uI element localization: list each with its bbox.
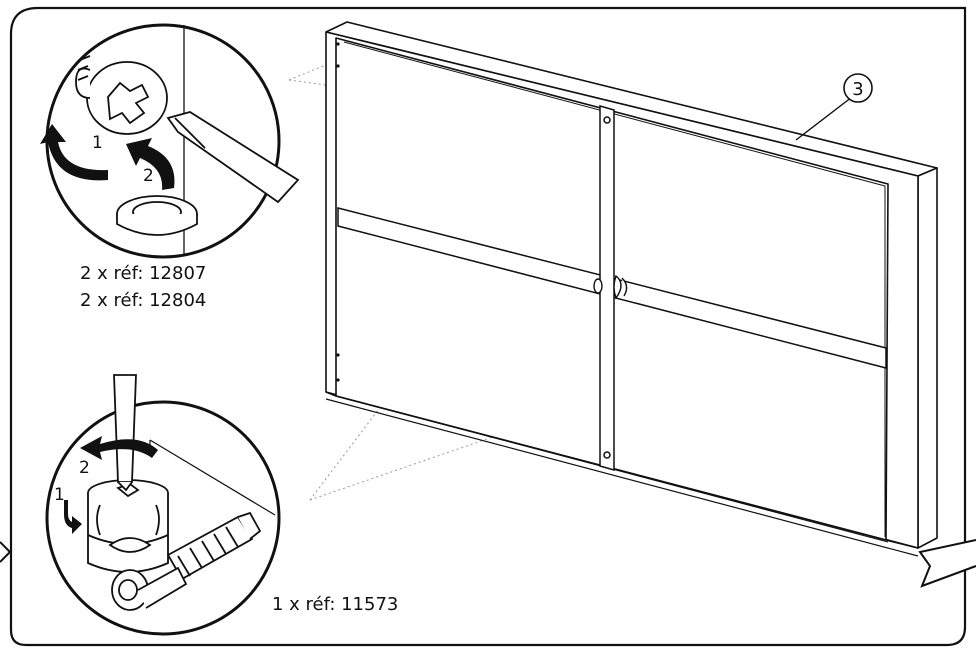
quantity-reference-11573: 1 x réf: 11573 <box>272 594 398 615</box>
center-divider <box>599 105 615 471</box>
cover-cap-icon <box>116 195 198 236</box>
side-hole-markers <box>336 42 340 382</box>
step-1-label: 1 <box>92 133 103 153</box>
rotate-arrow-1-icon <box>40 124 108 181</box>
previous-page-arrow-icon <box>0 541 12 563</box>
part-number-callout: 3 <box>795 73 873 141</box>
cam-lock-hardware <box>593 274 628 300</box>
screw-head-icon <box>75 55 168 135</box>
page-border <box>9 6 967 647</box>
screwdriver-icon <box>166 111 300 204</box>
quantity-reference-12804: 2 x réf: 12804 <box>80 290 206 311</box>
step-2-label: 2 <box>79 458 90 478</box>
part-number-label: 3 <box>852 79 863 100</box>
callout-bottom: 1 2 <box>45 374 281 636</box>
push-down-arrow-icon <box>64 500 82 534</box>
screwdriver-vertical-icon <box>113 374 137 492</box>
callout-top: 1 2 <box>40 23 300 259</box>
rotate-arrow-2-icon <box>80 436 158 460</box>
step-1-label: 1 <box>54 485 65 505</box>
rotate-arrow-2-icon <box>126 138 175 190</box>
step-2-label: 2 <box>143 166 154 186</box>
next-page-arrow-icon <box>918 539 976 588</box>
quantity-reference-12807: 2 x réf: 12807 <box>80 263 206 284</box>
